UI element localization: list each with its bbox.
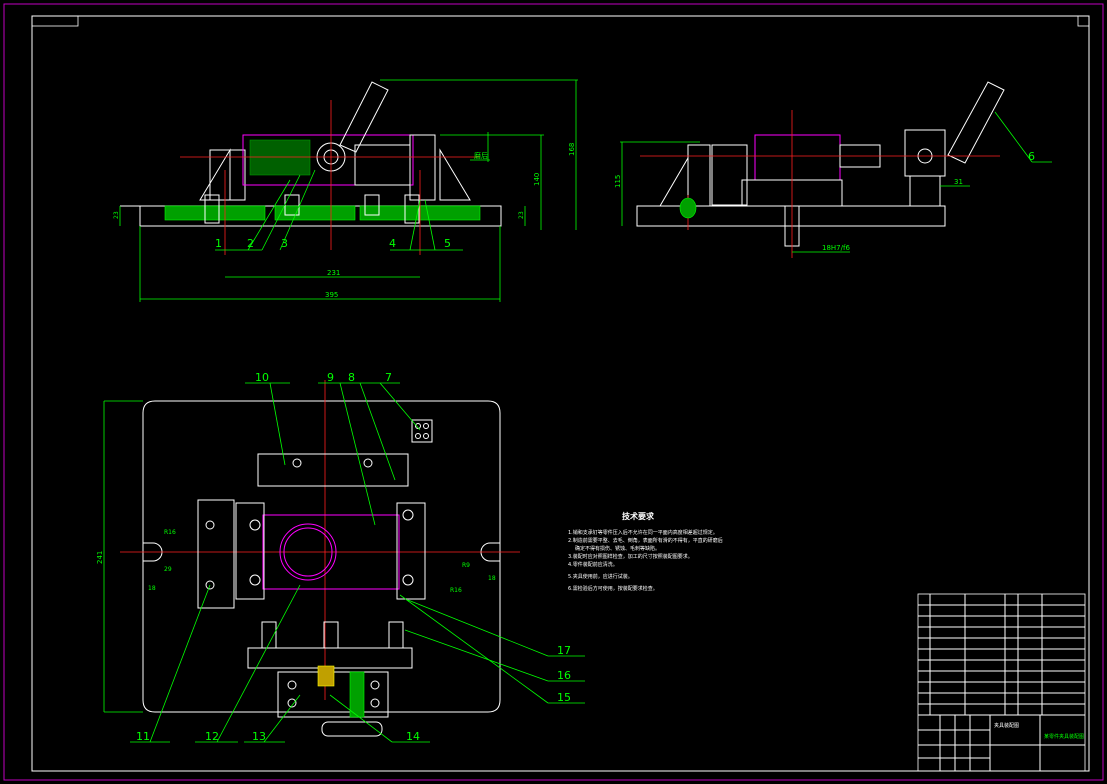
balloon-8: 8 <box>348 371 355 384</box>
dim-front-bottom-inner: 231 <box>327 269 340 277</box>
dim-plan-right-slot: 18 <box>488 575 496 582</box>
dim-front-height-total: 168 <box>568 143 576 156</box>
balloon-15: 15 <box>557 691 571 704</box>
notes-line-2: 2.制造前需要平整、去毛、倒角，表面所有滑的不得有，平直的研磨后 <box>568 537 723 544</box>
dim-side-fit: 18H7/f6 <box>822 244 850 252</box>
balloon-9: 9 <box>327 371 334 384</box>
corner-code-box <box>31 15 79 27</box>
sheet-inner-border <box>31 15 1090 772</box>
front-view: 168 140 23 23 231 395 磨后 1 2 3 4 5 <box>113 79 578 302</box>
dim-plan-left-radius: R16 <box>164 529 176 536</box>
notes-line-6: 5.夹具使用前，应进行试装。 <box>568 573 633 580</box>
notes-line-3: 确定不得有损伤、锈蚀、毛刺等缺陷。 <box>575 545 660 552</box>
surface-note: 磨后 <box>474 151 488 160</box>
dim-plan-left-slot: 18 <box>148 585 156 592</box>
dim-front-bottom-outer: 395 <box>325 291 338 299</box>
balloon-3: 3 <box>281 237 288 250</box>
notes-title: 技术要求 <box>622 511 655 521</box>
balloon-1: 1 <box>215 237 222 250</box>
dim-front-left-small: 23 <box>113 211 120 219</box>
dim-plan-height: 241 <box>96 551 104 564</box>
balloon-11: 11 <box>136 730 150 743</box>
dim-side-right: 31 <box>954 178 963 186</box>
balloon-4: 4 <box>389 237 396 250</box>
side-view: 115 31 18H7/f6 6 <box>614 81 1052 258</box>
title-block: 夹具装配图 某零件夹具装配图 <box>917 593 1086 772</box>
dim-plan-right-radius2: R16 <box>450 587 462 594</box>
dim-front-height-inner: 140 <box>533 173 541 186</box>
technical-notes: 技术要求 1.销和支承钉等零件压入后不允许在同一平面内高度相差超过规定。 2.制… <box>568 511 723 592</box>
title-drawing-name: 夹具装配图 <box>994 722 1019 729</box>
notes-line-4: 3.装配时应对照图样检查，加工的尺寸按照装配图要求。 <box>568 553 693 560</box>
balloon-13: 13 <box>252 730 266 743</box>
balloon-2: 2 <box>247 237 254 250</box>
dim-plan-right-radius: R9 <box>462 562 470 569</box>
dim-front-right-small: 23 <box>518 211 525 219</box>
balloon-10: 10 <box>255 371 269 384</box>
notes-line-1: 1.销和支承钉等零件压入后不允许在同一平面内高度相差超过规定。 <box>568 529 718 536</box>
sheet-outer-border <box>3 3 1104 781</box>
balloon-5: 5 <box>444 237 451 250</box>
corner-code-box-right <box>1077 15 1090 27</box>
dim-side-height: 115 <box>614 175 622 188</box>
notes-line-5: 4.零件装配前应清洗。 <box>568 561 618 568</box>
title-part-name: 某零件夹具装配图 <box>1044 733 1084 740</box>
balloon-17: 17 <box>557 644 571 657</box>
plan-view: 241 R16 18 29 R9 R16 18 10 9 8 7 11 12 1… <box>96 371 585 743</box>
balloon-7: 7 <box>385 371 392 384</box>
balloon-6: 6 <box>1028 150 1035 163</box>
notes-line-7: 6.需检验后方可使用，按装配要求检查。 <box>568 585 658 592</box>
balloon-14: 14 <box>406 730 420 743</box>
balloon-12: 12 <box>205 730 219 743</box>
balloon-16: 16 <box>557 669 571 682</box>
dim-plan-left-offset: 29 <box>164 566 172 573</box>
